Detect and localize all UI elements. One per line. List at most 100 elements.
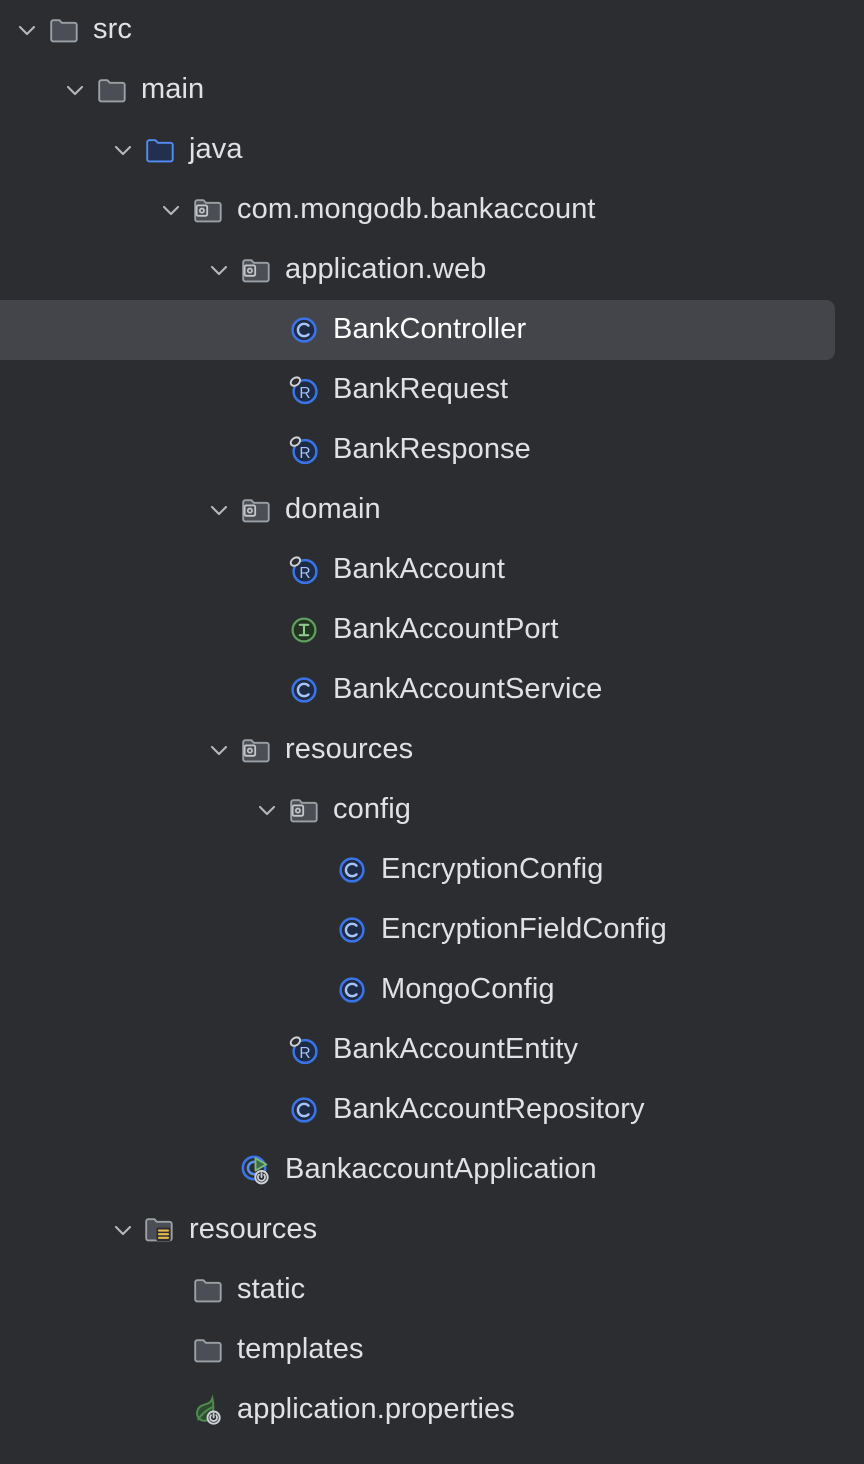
chevron-placeholder — [298, 853, 332, 887]
chevron-placeholder — [154, 1393, 188, 1427]
tree-row-mongo-config[interactable]: MongoConfig — [0, 960, 864, 1020]
source-root-folder-icon — [142, 132, 178, 168]
chevron-down-icon[interactable] — [154, 193, 188, 227]
tree-item-label: application.properties — [237, 1392, 515, 1425]
tree-row-encryption-config[interactable]: EncryptionConfig — [0, 840, 864, 900]
tree-row-bank-controller[interactable]: BankController — [0, 300, 835, 360]
package-icon — [238, 732, 274, 768]
tree-indent — [0, 450, 250, 451]
chevron-placeholder — [154, 1333, 188, 1367]
chevron-placeholder — [202, 1153, 236, 1187]
tree-row-config[interactable]: config — [0, 780, 864, 840]
tree-item-label: BankAccountService — [333, 672, 603, 705]
tree-item-label: config — [333, 792, 411, 825]
tree-item-label: BankAccountPort — [333, 612, 559, 645]
resource-root-folder-icon — [142, 1212, 178, 1248]
chevron-down-icon[interactable] — [202, 493, 236, 527]
chevron-placeholder — [250, 1093, 284, 1127]
tree-row-bank-account-entity[interactable]: R BankAccountEntity — [0, 1020, 864, 1080]
package-icon — [286, 792, 322, 828]
svg-text:R: R — [299, 565, 310, 582]
tree-row-src[interactable]: src — [0, 0, 864, 60]
tree-row-bank-account-service[interactable]: BankAccountService — [0, 660, 864, 720]
chevron-down-icon[interactable] — [202, 253, 236, 287]
tree-row-application-web[interactable]: application.web — [0, 240, 864, 300]
chevron-placeholder — [250, 433, 284, 467]
tree-indent — [0, 1170, 202, 1171]
tree-indent — [0, 1230, 106, 1231]
tree-row-templates[interactable]: templates — [0, 1320, 864, 1380]
record-icon: R — [286, 432, 322, 468]
tree-indent — [0, 150, 106, 151]
tree-row-bank-account-port[interactable]: BankAccountPort — [0, 600, 864, 660]
record-icon: R — [286, 552, 322, 588]
tree-indent — [0, 570, 250, 571]
tree-row-bank-response[interactable]: R BankResponse — [0, 420, 864, 480]
tree-row-application-properties[interactable]: application.properties — [0, 1380, 864, 1440]
chevron-placeholder — [250, 553, 284, 587]
tree-row-bank-account-repository[interactable]: BankAccountRepository — [0, 1080, 864, 1140]
record-icon: R — [286, 372, 322, 408]
class-icon — [286, 1092, 322, 1128]
tree-item-label: templates — [237, 1332, 364, 1365]
chevron-placeholder — [298, 913, 332, 947]
tree-indent — [0, 30, 10, 31]
tree-indent — [0, 210, 154, 211]
chevron-placeholder — [250, 673, 284, 707]
tree-indent — [0, 750, 202, 751]
class-icon — [334, 972, 370, 1008]
chevron-down-icon[interactable] — [250, 793, 284, 827]
tree-item-label: EncryptionConfig — [381, 852, 604, 885]
package-icon — [190, 192, 226, 228]
tree-item-label: BankAccountEntity — [333, 1032, 579, 1065]
chevron-down-icon[interactable] — [10, 13, 44, 47]
tree-indent — [0, 1410, 154, 1411]
tree-item-label: BankResponse — [333, 432, 531, 465]
spring-properties-icon — [190, 1392, 226, 1428]
tree-item-label: resources — [285, 732, 414, 765]
tree-row-bankaccount-application[interactable]: BankaccountApplication — [0, 1140, 864, 1200]
tree-row-resources-dir[interactable]: resources — [0, 1200, 864, 1260]
tree-row-java[interactable]: java — [0, 120, 864, 180]
chevron-down-icon[interactable] — [106, 1213, 140, 1247]
chevron-placeholder — [250, 613, 284, 647]
tree-item-label: resources — [189, 1212, 318, 1245]
spring-boot-app-icon — [238, 1152, 274, 1188]
folder-icon — [94, 72, 130, 108]
chevron-down-icon[interactable] — [58, 73, 92, 107]
class-icon — [334, 852, 370, 888]
tree-indent — [0, 990, 298, 991]
tree-indent — [0, 690, 250, 691]
tree-row-resources-pkg[interactable]: resources — [0, 720, 864, 780]
chevron-placeholder — [250, 313, 284, 347]
chevron-placeholder — [154, 1273, 188, 1307]
tree-indent — [0, 1350, 154, 1351]
tree-row-static[interactable]: static — [0, 1260, 864, 1320]
tree-indent — [0, 390, 250, 391]
folder-icon — [190, 1272, 226, 1308]
chevron-down-icon[interactable] — [202, 733, 236, 767]
tree-item-label: main — [141, 72, 205, 105]
tree-row-encryption-field-config[interactable]: EncryptionFieldConfig — [0, 900, 864, 960]
tree-item-label: EncryptionFieldConfig — [381, 912, 667, 945]
tree-indent — [0, 90, 58, 91]
chevron-down-icon[interactable] — [106, 133, 140, 167]
svg-text:R: R — [299, 1045, 310, 1062]
chevron-placeholder — [250, 373, 284, 407]
tree-indent — [0, 870, 298, 871]
folder-icon — [190, 1332, 226, 1368]
folder-icon — [46, 12, 82, 48]
tree-indent — [0, 510, 202, 511]
tree-row-com-mongodb-bankaccount[interactable]: com.mongodb.bankaccount — [0, 180, 864, 240]
tree-row-domain[interactable]: domain — [0, 480, 864, 540]
tree-item-label: java — [189, 132, 243, 165]
tree-item-label: src — [93, 12, 132, 45]
chevron-placeholder — [298, 973, 332, 1007]
tree-indent — [0, 810, 250, 811]
tree-item-label: application.web — [285, 252, 487, 285]
tree-row-main[interactable]: main — [0, 60, 864, 120]
class-icon — [286, 672, 322, 708]
